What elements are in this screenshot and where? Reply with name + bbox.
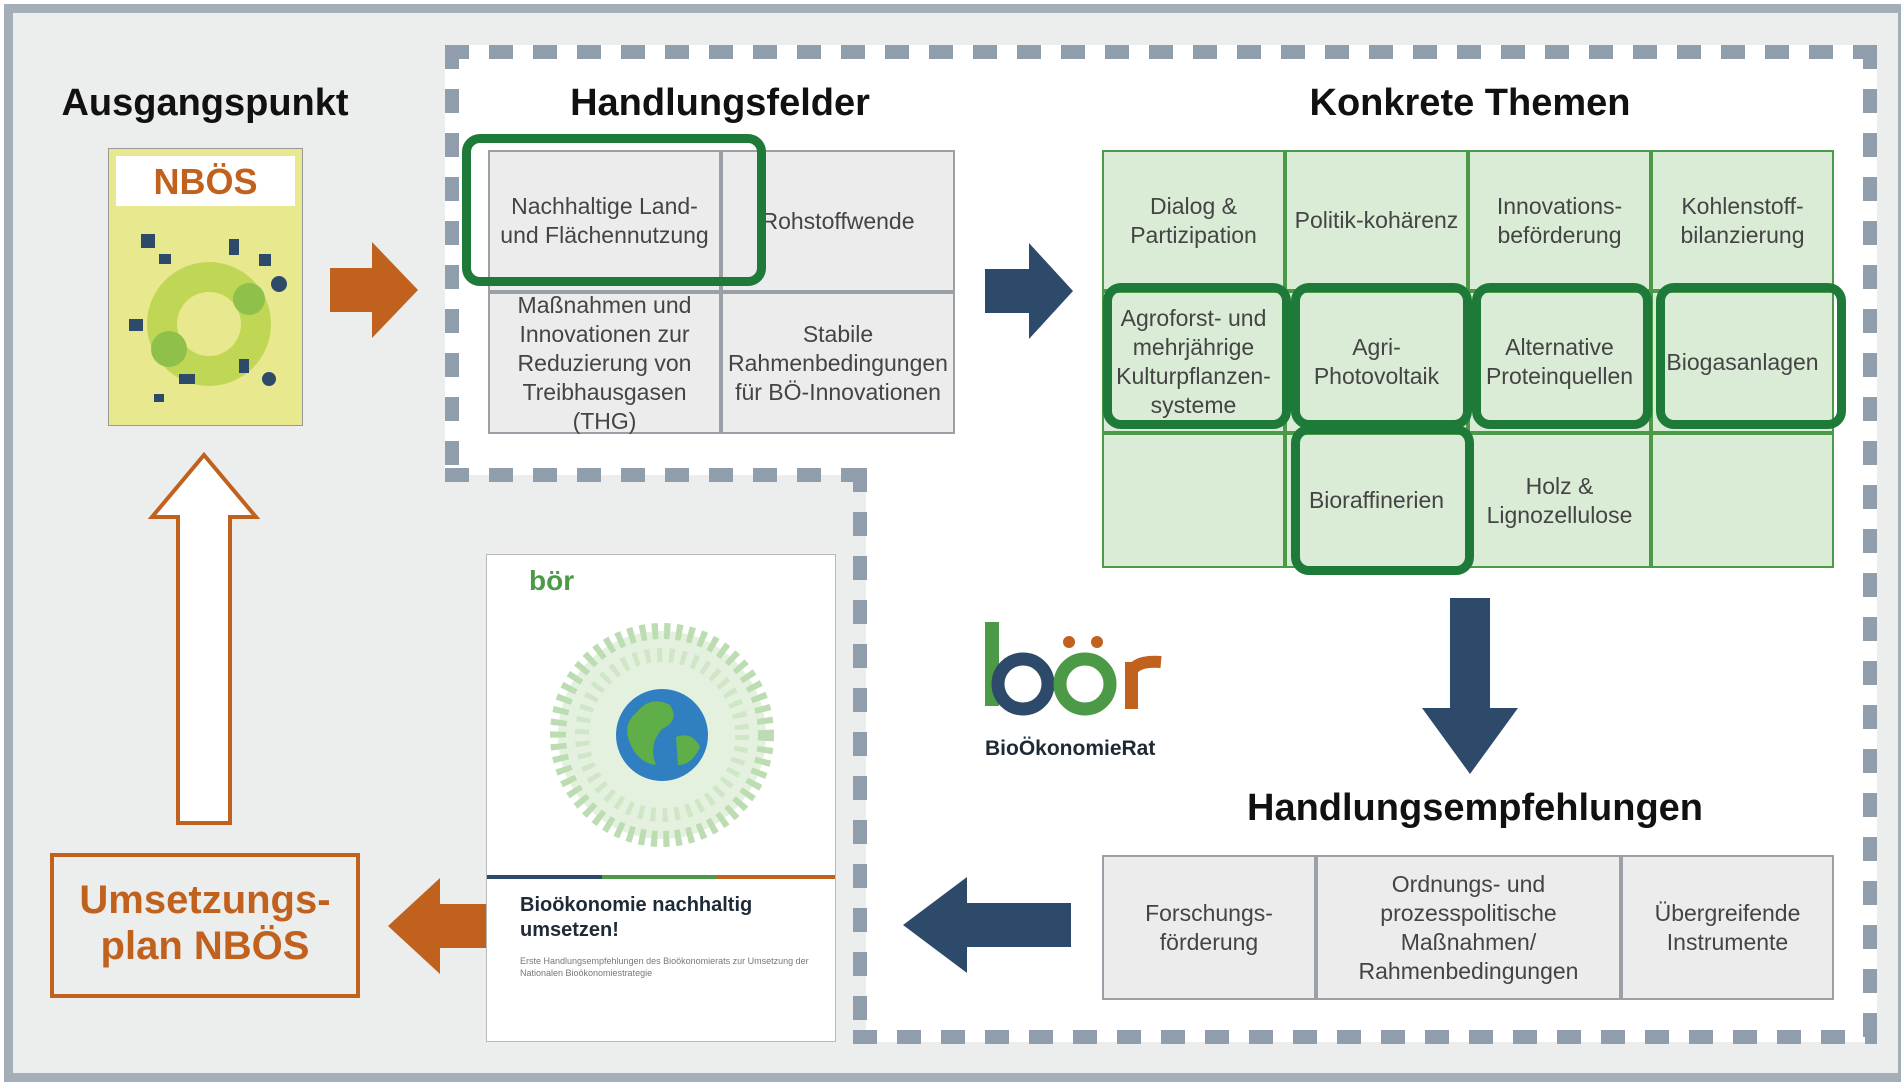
orange-arrow-right (330, 242, 418, 338)
field-cell: Stabile Rahmenbedingungen für BÖ-Innovat… (721, 292, 955, 434)
topic-highlight (1472, 283, 1652, 429)
topic-cell: Kohlenstoff-bilanzierung (1651, 150, 1834, 291)
topic-highlight (1291, 425, 1474, 575)
topic-cell: Politik-kohärenz (1285, 150, 1468, 291)
nbos-cover-title: NBÖS (153, 161, 258, 202)
navy-arrow-left (903, 877, 1071, 973)
topic-highlight (1291, 283, 1472, 429)
field-cell: Maßnahmen und Innovationen zur Reduzieru… (488, 292, 721, 434)
boer-logo-icon (985, 622, 1162, 716)
field-highlight (462, 134, 766, 286)
report-subtitle: Erste Handlungsempfehlungen des Bioökono… (520, 956, 809, 978)
recommendation-cell: Ordnungs- und prozesspolitische Maßnahme… (1316, 855, 1621, 1000)
topic-cell: Alternative Proteinquellen (1468, 291, 1651, 433)
topic-cell: Bioraffinerien (1285, 433, 1468, 568)
plan-label-line1: Umsetzungs- (79, 878, 331, 922)
panel-dash-mid (445, 468, 866, 482)
plan-box (50, 853, 360, 998)
navy-arrow-down (1422, 598, 1518, 774)
recommendation-cell: Übergreifende Instrumente (1621, 855, 1834, 1000)
recommendation-cell: Forschungs-förderung (1102, 855, 1316, 1000)
topic-cell: Holz & Lignozellulose (1468, 433, 1651, 568)
panel-dash-top (445, 45, 1877, 59)
globe-illustration (550, 623, 774, 847)
orange-outline-arrow-up (147, 451, 261, 825)
nbos-cover-illustration (129, 234, 287, 402)
report-cover: bör Bioökonomie nachhaltig umsetzen! Ers… (486, 554, 836, 1042)
panel-dash-left-lower (853, 468, 867, 1042)
report-logo: bör (529, 565, 575, 596)
panel-dash-left (445, 45, 459, 475)
topic-cell: Agri-Photovoltaik (1285, 291, 1468, 433)
topic-highlight (1103, 283, 1291, 429)
navy-arrow-right (985, 243, 1073, 339)
topics-heading: Konkrete Themen (1309, 82, 1631, 124)
field-cell: Nachhaltige Land- und Flächennutzung (488, 150, 721, 292)
report-title: Bioökonomie nachhaltig umsetzen! (520, 894, 753, 941)
boer-logo-name: BioÖkonomieRat (985, 737, 1156, 760)
orange-arrow-left (388, 878, 486, 974)
recommendations-heading: Handlungsempfehlungen (1247, 787, 1703, 829)
fields-heading: Handlungsfelder (570, 82, 870, 124)
topic-cell (1651, 433, 1834, 568)
topic-cell (1102, 433, 1285, 568)
panel-dash-right (1863, 45, 1877, 1042)
report-stripe (487, 875, 835, 879)
plan-label-line2: plan NBÖS (100, 924, 310, 968)
panel-dash-bottom (853, 1030, 1877, 1044)
topic-cell: Innovations-beförderung (1468, 150, 1651, 291)
topic-highlight (1656, 283, 1846, 429)
topic-cell: Dialog & Partizipation (1102, 150, 1285, 291)
topic-cell: Biogasanlagen (1651, 291, 1834, 433)
nbos-cover: NBÖS (108, 148, 303, 426)
start-heading: Ausgangspunkt (61, 82, 349, 124)
